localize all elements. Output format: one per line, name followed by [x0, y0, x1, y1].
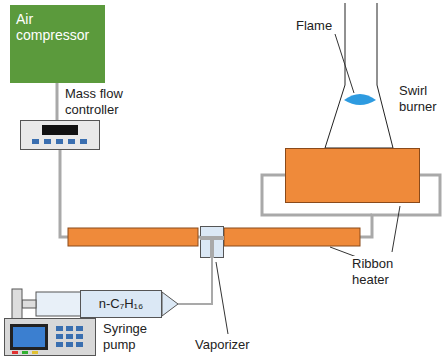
node-label: n-C₇H₁₆: [99, 296, 143, 312]
pipe-connector: [178, 258, 212, 304]
device-detail: [13, 327, 45, 347]
part-label: Ribbon heater: [352, 256, 402, 288]
mass-flow-controller-graphic: [20, 120, 100, 150]
pipe-connector: [56, 83, 59, 120]
syringe-pump-graphic: [4, 318, 96, 356]
device-detail: [44, 139, 51, 144]
device-detail: [66, 342, 73, 347]
part-label: Flame: [296, 18, 336, 34]
leader-line: [392, 206, 400, 252]
device-detail: [76, 334, 83, 339]
device-detail: [66, 326, 73, 331]
device-detail: [42, 125, 78, 135]
swirl-burner: Swirl burner: [285, 148, 420, 203]
device-detail: [32, 139, 39, 144]
flame-shape: [344, 94, 376, 105]
device-detail: [12, 351, 18, 354]
ribbon-heater-bar: [68, 228, 198, 246]
syringe-pump: Syringe pump: [4, 318, 96, 356]
syringe-plunger-head: [12, 289, 22, 319]
device-detail: [56, 139, 63, 144]
mass-flow-controller: Mass flow controller: [20, 120, 100, 150]
leader-line: [216, 262, 228, 334]
device-detail: [210, 238, 214, 258]
node-label: Mass flow controller: [65, 86, 125, 118]
syringe-tip: [162, 292, 178, 316]
pipe-connector: [60, 150, 200, 237]
syringe-barrel: [36, 292, 82, 316]
vaporizer-tee: Vaporizer: [200, 226, 224, 258]
device-detail: [56, 334, 63, 339]
ribbon-heater-bar: [224, 228, 360, 246]
device-detail: [10, 324, 48, 350]
device-detail: [22, 351, 28, 354]
node-label: Syringe pump: [103, 321, 163, 353]
device-detail: [56, 326, 63, 331]
node-label: Air compressor: [16, 11, 99, 43]
device-detail: [76, 326, 83, 331]
device-detail: [76, 342, 83, 347]
node-label: Swirl burner: [399, 83, 447, 115]
leader-line: [335, 34, 354, 93]
syringe-reservoir: n-C₇H₁₆: [80, 290, 162, 318]
node-label: Vaporizer: [195, 337, 275, 353]
syringe-plunger: [22, 300, 36, 308]
device-detail: [80, 139, 87, 144]
vaporizer-tee-graphic: [200, 226, 224, 258]
device-detail: [32, 351, 38, 354]
device-detail: [56, 342, 63, 347]
device-detail: [66, 334, 73, 339]
device-detail: [68, 139, 75, 144]
compressor-box: Air compressor: [10, 5, 105, 83]
